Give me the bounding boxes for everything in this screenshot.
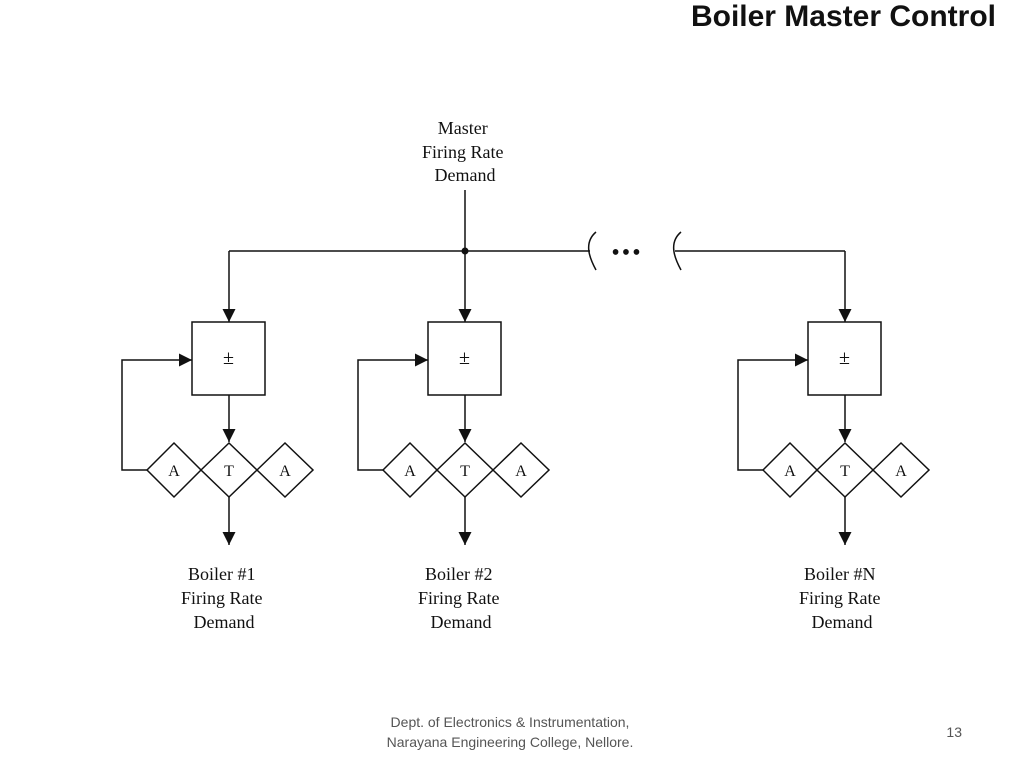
master-label-line-1: Master	[438, 118, 488, 138]
boiler-2-station-label-center: T	[460, 463, 470, 480]
boiler-1-control-unit: ± A T A Boiler #1 Firing Rate Demand	[121, 251, 315, 632]
boiler-1-bias-summer	[191, 321, 266, 396]
boiler-2-station-label-left: A	[404, 463, 416, 480]
boiler-2-label-line-1: Boiler #2	[425, 564, 493, 584]
boiler-2-label-line-2: Firing Rate	[418, 588, 500, 608]
boiler-n-bias-summer	[807, 321, 882, 396]
boiler-1-label-line-3: Demand	[194, 612, 255, 632]
boiler-2-control-unit: ± A T A Boiler #2 Firing Rate Demand	[357, 251, 551, 632]
boiler-n-station-label-left: A	[784, 463, 796, 480]
boiler-1-label-line-2: Firing Rate	[181, 588, 263, 608]
boiler-1-station-label-left: A	[168, 463, 180, 480]
boiler-n-station-right	[871, 441, 931, 499]
boiler-n-station-label-right: A	[895, 463, 907, 480]
boiler-1-feedback-line	[121, 353, 192, 471]
boiler-n-control-unit: ± A T A Boiler #N Firing Rate Demand	[737, 251, 931, 632]
boiler-n-station-label-center: T	[840, 463, 850, 480]
boiler-n-label: Boiler #N Firing Rate Demand	[799, 564, 885, 632]
boiler-n-feedback-line	[737, 353, 808, 471]
slide-footer: Dept. of Electronics & Instrumentation, …	[340, 712, 680, 752]
footer-line-2: Narayana Engineering College, Nellore.	[386, 734, 634, 750]
master-label-line-3: Demand	[435, 165, 496, 185]
boiler-n-summer-symbol: ±	[839, 347, 850, 369]
boiler-2-bias-summer	[427, 321, 502, 396]
boiler-n-label-line-2: Firing Rate	[799, 588, 881, 608]
slide-title: Boiler Master Control	[690, 0, 996, 33]
break-mark-left	[587, 231, 597, 271]
boiler-1-label-line-1: Boiler #1	[188, 564, 256, 584]
boiler-2-summer-symbol: ±	[459, 347, 470, 369]
page-number: 13	[946, 724, 962, 740]
footer-line-1: Dept. of Electronics & Instrumentation,	[390, 714, 630, 730]
boiler-1-station-label-right: A	[279, 463, 291, 480]
boiler-2-label-line-3: Demand	[431, 612, 492, 632]
boiler-2-station-right	[491, 441, 551, 499]
boiler-2-label: Boiler #2 Firing Rate Demand	[418, 564, 504, 632]
boiler-1-summer-symbol: ±	[223, 347, 234, 369]
boiler-1-label: Boiler #1 Firing Rate Demand	[181, 564, 267, 632]
bus-ellipsis: •••	[611, 240, 642, 266]
boiler-2-feedback-line	[357, 353, 428, 471]
boiler-2-station-label-right: A	[515, 463, 527, 480]
boiler-n-label-line-1: Boiler #N	[804, 564, 876, 584]
master-label: Master Firing Rate Demand	[422, 118, 508, 185]
boiler-n-label-line-3: Demand	[812, 612, 873, 632]
master-label-line-2: Firing Rate	[422, 142, 504, 162]
boiler-1-station-label-center: T	[224, 463, 234, 480]
break-mark-right	[672, 231, 682, 271]
boiler-1-station-right	[255, 441, 315, 499]
